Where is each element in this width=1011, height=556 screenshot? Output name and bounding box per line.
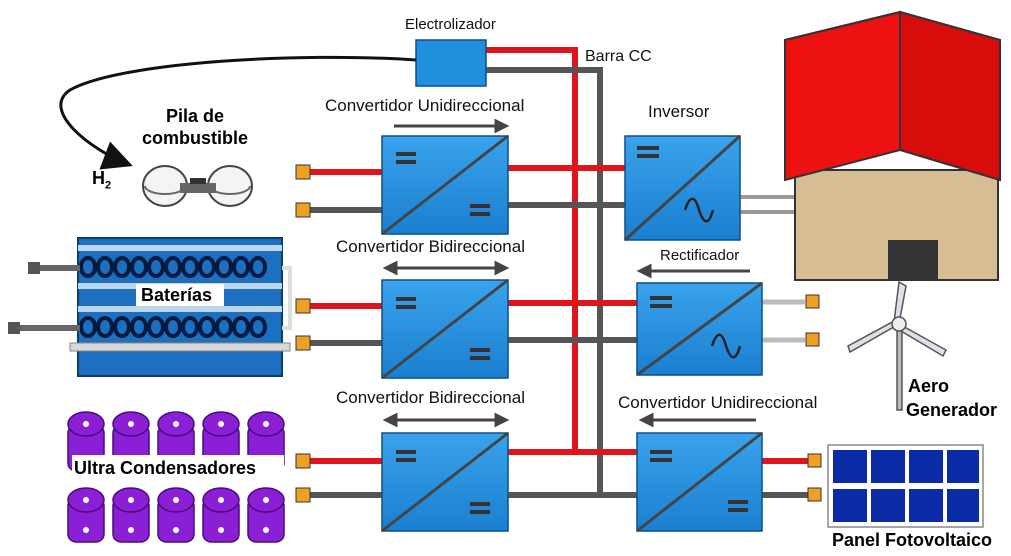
inverter <box>623 134 742 242</box>
converter-unidirectional-top <box>381 134 509 236</box>
battery-bank-icon <box>8 237 292 377</box>
hydrogen-label: H2 <box>92 168 112 192</box>
dc-bus-wires <box>310 47 808 498</box>
capacitor-terminals <box>83 421 269 533</box>
inverter-label: Inversor <box>648 102 710 121</box>
wind-generator-label-line2: Generador <box>906 400 998 420</box>
hydrogen-flow-arrow <box>59 55 417 170</box>
converter-bidirectional-bottom-label: Convertidor Bidireccional <box>336 388 525 407</box>
wind-generator-label-line1: Aero <box>908 376 950 396</box>
converter-unidirectional-bottom <box>636 431 763 533</box>
converter-bidirectional-bottom <box>381 431 509 533</box>
fuel-cell-label-line2: combustible <box>142 128 249 148</box>
rectifier-label: Rectificador <box>660 247 740 264</box>
converter-unidirectional-bottom-label: Convertidor Unidireccional <box>618 393 818 412</box>
wind-turbine-icon <box>847 280 947 411</box>
converter-unidirectional-top-label: Convertidor Unidireccional <box>325 96 525 115</box>
fuel-cell-label-line1: Pila de <box>166 106 225 126</box>
converter-bidirectional-mid <box>381 278 509 380</box>
electrolyzer-box <box>415 39 487 87</box>
ultra-capacitors-label: Ultra Condensadores <box>74 458 257 478</box>
house-icon <box>784 10 1001 281</box>
solar-panel-icon <box>827 444 984 528</box>
dc-terminals <box>295 164 822 503</box>
dc-bus-label: Barra CC <box>585 48 652 65</box>
batteries-label: Baterías <box>141 285 213 305</box>
electrolyzer-label: Electrolizador <box>405 16 496 33</box>
fuel-cell-icon <box>142 165 253 207</box>
solar-panel-label: Panel Fotovoltaico <box>832 530 993 550</box>
converter-bidirectional-mid-label: Convertidor Bidireccional <box>336 237 525 256</box>
rectifier <box>636 281 763 377</box>
ultra-capacitors-label-bg <box>72 455 284 481</box>
flow-direction-arrows <box>382 118 756 428</box>
